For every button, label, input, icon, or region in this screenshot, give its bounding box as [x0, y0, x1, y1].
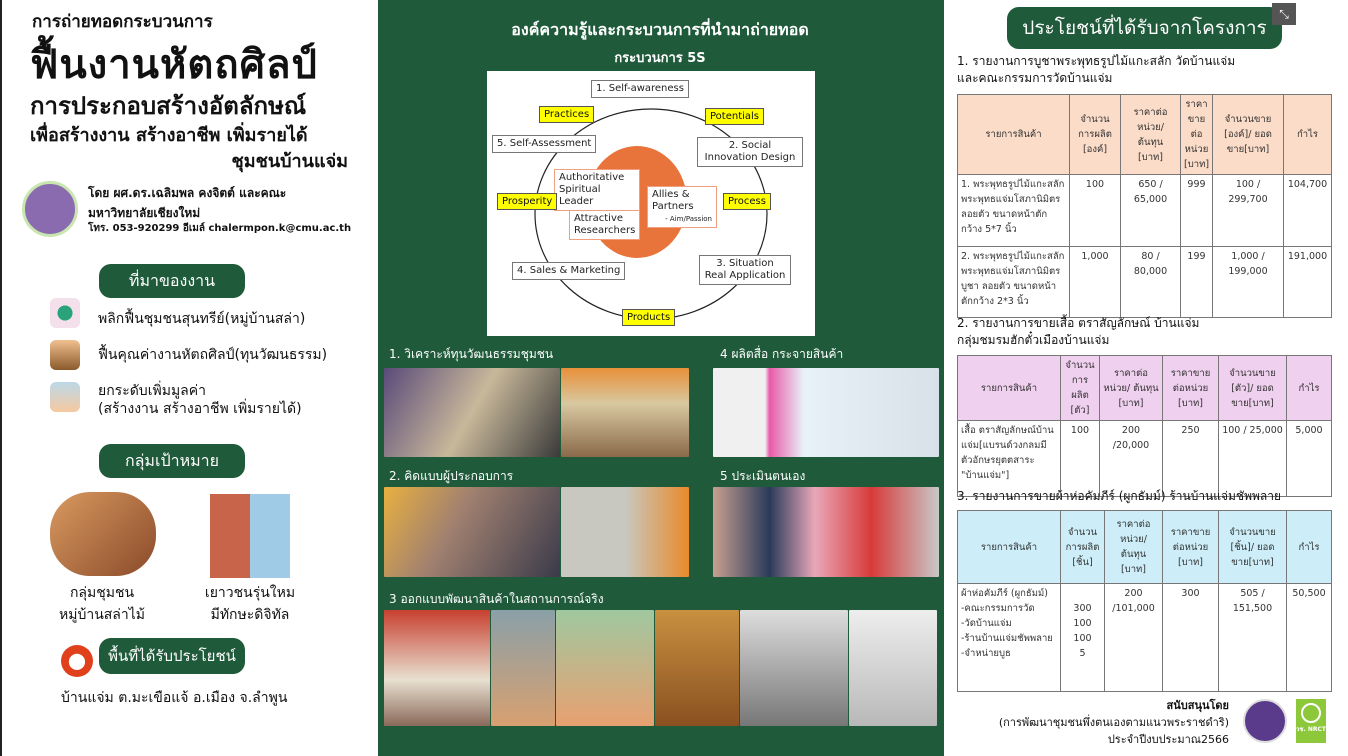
title-sub: เพื่อสร้างงาน สร้างอาชีพ เพิ่มรายได้ [30, 125, 308, 146]
origin-item: ฟื้นคุณค่างานหัตถศิลป์(ทุนวัฒนธรรม) [98, 347, 328, 363]
photo-assessment [713, 487, 939, 577]
table-header: รายการสินค้าจำนวนการผลิต [ชิ้น]ราคาต่อหน… [957, 510, 1332, 584]
label-products: Products [622, 309, 676, 326]
photo-logo-stamp [740, 610, 848, 726]
photo-analysis-2 [561, 368, 689, 457]
step-sales: 4. Sales & Marketing [512, 262, 626, 280]
table-header: รายการสินค้าจำนวนการผลิต [ตัว]ราคาต่อหน่… [957, 355, 1332, 421]
inner-allies: Allies & Partners- Aim/Passion [647, 186, 717, 228]
section-3-label: 3 ออกแบบพัฒนาสินค้าในสถานการณ์จริง [389, 592, 604, 606]
craft-icon [50, 340, 80, 370]
table3-heading: 3. รายงานการขายผ้าห่อคัมภีร์ (ผูกธัมม์) … [957, 489, 1282, 503]
photo-media [713, 368, 939, 457]
process-5s-title: กระบวนการ 5S [614, 51, 706, 66]
area-heading: พื้นที่ได้รับประโยชน์ [99, 638, 245, 674]
table2-heading: 2. รายงานการขายเสื้อ ตราสัญลักษณ์ บ้านแจ… [957, 316, 1200, 347]
section-4-label: 4 ผลิตสื่อ กระจายสินค้า [720, 347, 844, 361]
title-mid: การประกอบสร้างอัตลักษณ์ [30, 92, 307, 120]
target-2: เยาวชนรุ่นใหมมีทักษะดิจิทัล [204, 585, 296, 623]
table-cloth-sales: รายการสินค้าจำนวนการผลิต [ชิ้น]ราคาต่อหน… [957, 510, 1332, 692]
table-shirt-sales: รายการสินค้าจำนวนการผลิต [ตัว]ราคาต่อหน่… [957, 355, 1332, 497]
origin-item: (สร้างงาน สร้างอาชีพ เพิ่มรายได้) [98, 401, 302, 417]
table1-heading: 1. รายงานการบูชาพระพุทธรูปไม้แกะสลัก วัด… [957, 54, 1236, 85]
step-self-assessment: 5. Self-Assessment [492, 135, 597, 153]
origin-item: พลิกฟื้นชุมชนสุนทรีย์(หมู่บ้านสล่า) [98, 311, 306, 327]
photo-product-3 [556, 610, 654, 726]
exit-fullscreen-icon[interactable]: ⤡ [1272, 3, 1296, 25]
photo-analysis-1 [384, 368, 560, 457]
contact: โทร. 053-920299 อีเมล์ chalermpon.k@cmu.… [88, 223, 352, 234]
location-pin-icon: ⬤ [61, 645, 93, 677]
title-community: ชุมชนบ้านแจ่ม [231, 151, 348, 172]
table-row: เสื้อ ตราสัญลักษณ์บ้านแจ่ม[แบรนด์วงกลมมี… [957, 420, 1332, 497]
university: มหาวิทยาลัยเชียงใหม่ [88, 206, 201, 220]
target-heading: กลุ่มเป้าหมาย [99, 444, 245, 478]
inner-researchers: Attractive Researchers [569, 210, 640, 240]
label-process: Process [723, 193, 771, 210]
table-header: รายการสินค้าจำนวนการผลิต [องค์]ราคาต่อหน… [957, 94, 1332, 175]
table-buddha-sales: รายการสินค้าจำนวนการผลิต [องค์]ราคาต่อหน… [957, 94, 1332, 318]
5s-diagram: 1. Self-awareness 2. Social Innovation D… [487, 71, 815, 336]
table-row: ผ้าห่อคัมภีร์ (ผูกธัมม์)-คณะกรรมการวัด-ว… [957, 583, 1332, 692]
step-self-awareness: 1. Self-awareness [591, 80, 689, 98]
table-row: 2. พระพุทธรูปไม้แกะสลักพระพุทธแจ่มโสภานิ… [957, 246, 1332, 318]
nrct-label: วช. NRCT [1296, 726, 1326, 733]
section-1-label: 1. วิเคราะห์ทุนวัฒนธรรมชุมชน [389, 347, 554, 361]
photo-buddha [655, 610, 739, 726]
target-1: กลุ่มชุมชนหมู่บ้านสล่าไม้ [58, 585, 146, 623]
table-row: 1. พระพุทธรูปไม้แกะสลักพระพุทธแจ่มโสภานิ… [957, 174, 1332, 247]
photo-design-2 [561, 487, 689, 577]
nrct-emblem-icon [1301, 703, 1321, 723]
inner-spiritual-leader: Authoritative Spiritual Leader [554, 169, 640, 211]
title-main: ฟื้นงานหัตถศิลป์ [30, 42, 318, 88]
title-small: การถ่ายทอดกระบวนการ [32, 12, 213, 32]
woodworker-illustration [50, 492, 156, 576]
benefits-heading: ประโยชน์ที่ได้รับจากโครงการ [1007, 7, 1282, 49]
photo-product-2 [491, 610, 555, 726]
label-practices: Practices [539, 106, 595, 123]
support-text: สนับสนุนโดย(การพัฒนาชุมชนพึ่งตนเองตามแนว… [998, 699, 1229, 746]
area-location: บ้านแจ่ม ต.มะเขือแจ้ อ.เมือง จ.ลำพูน [61, 690, 288, 706]
author: โดย ผศ.ดร.เฉลิมพล คงจิตต์ และคณะ [88, 186, 287, 200]
youth-illustration [210, 494, 290, 578]
photo-shirt [849, 610, 937, 726]
label-potentials: Potentials [705, 108, 765, 125]
value-up-icon [50, 382, 80, 412]
nrct-logo: วช. NRCT [1296, 699, 1326, 743]
photo-design-1 [384, 487, 560, 577]
step-social-innovation: 2. Social Innovation Design [697, 137, 803, 167]
photo-product-1 [384, 610, 490, 726]
label-prosperity: Prosperity [497, 193, 558, 210]
step-situation: 3. Situation Real Application [699, 255, 791, 285]
knowledge-title: องค์ความรู้และกระบวนการที่นำมาถ่ายทอด [511, 20, 809, 39]
ministry-logo [1243, 699, 1287, 743]
community-icon [50, 298, 80, 328]
section-5-label: 5 ประเมินตนเอง [720, 469, 806, 483]
left-panel: การถ่ายทอดกระบวนการ ฟื้นงานหัตถศิลป์ การ… [0, 0, 378, 756]
origin-heading: ที่มาของงาน [99, 264, 245, 298]
origin-item: ยกระดับเพิ่มมูลค่า [98, 383, 206, 399]
cmu-logo [22, 181, 78, 237]
section-2-label: 2. คิดแบบผู้ประกอบการ [389, 469, 514, 483]
